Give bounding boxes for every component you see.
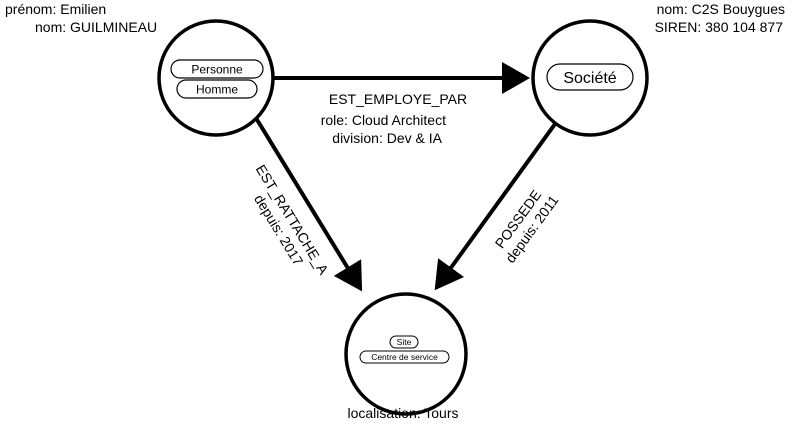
node-personne[interactable]: Personne Homme [157, 19, 275, 137]
label-site: Site [397, 337, 412, 347]
prop-prenom: prénom: Emilien [5, 1, 106, 17]
edge-possede[interactable] [434, 122, 557, 291]
label-societe: Société [563, 70, 616, 87]
edge-est-rattache-a[interactable] [254, 116, 363, 292]
prop-siren: SIREN: 380 104 877 [655, 19, 784, 35]
edge-prop-division: division: Dev & IA [332, 130, 442, 146]
node-societe[interactable]: Société [531, 19, 649, 137]
label-centre-de-service: Centre de service [371, 352, 438, 362]
prop-localisation: localisation: Tours [347, 405, 458, 421]
edge-label-est-employe-par: EST_EMPLOYE_PAR [329, 91, 467, 107]
prop-nom-societe: nom: C2S Bouygues [657, 1, 785, 17]
edge-prop-role: role: Cloud Architect [321, 112, 446, 128]
node-site[interactable]: Site Centre de service [344, 292, 468, 416]
prop-nom-personne: nom: GUILMINEAU [35, 19, 157, 35]
label-personne: Personne [191, 63, 243, 77]
label-homme: Homme [196, 83, 238, 97]
